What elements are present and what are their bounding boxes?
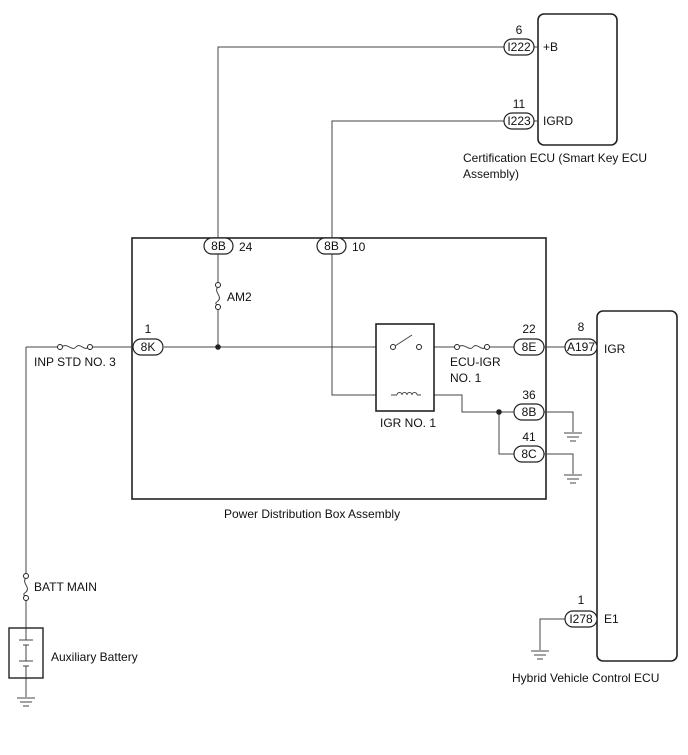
pin-number: 11 <box>513 97 526 111</box>
wire-ground-8b <box>544 411 574 432</box>
component-label-aux-battery: Auxiliary Battery <box>51 650 138 664</box>
svg-text:8B: 8B <box>522 405 537 419</box>
wire-igrd <box>331 120 504 240</box>
pin-number: 41 <box>522 430 536 444</box>
pin-number: 24 <box>239 240 253 254</box>
terminal-label-igr: IGR <box>604 342 626 356</box>
svg-text:I278: I278 <box>569 612 593 626</box>
component-label-cert-ecu-line2: Assembly) <box>463 167 519 181</box>
wire-e1-ground <box>539 618 565 650</box>
svg-text:A197: A197 <box>567 340 595 354</box>
connector-8b-36: 8B <box>513 403 545 421</box>
connector-i222: I222 <box>503 38 535 56</box>
component-label-cert-ecu: Certification ECU (Smart Key ECU <box>463 151 647 165</box>
igr-relay-icon <box>375 323 435 412</box>
svg-text:8K: 8K <box>141 340 156 354</box>
connector-8c: 8C <box>513 445 545 463</box>
inp-std-fuse-icon <box>57 344 93 350</box>
terminal-label-plus-b: +B <box>543 40 558 54</box>
fuse-label-ecu-igr-line2: NO. 1 <box>450 371 482 385</box>
fuse-label-batt-main: BATT MAIN <box>34 580 97 594</box>
svg-text:8C: 8C <box>521 447 537 461</box>
pin-number: 6 <box>516 23 523 37</box>
ground-icon <box>564 474 582 484</box>
svg-text:I222: I222 <box>507 40 531 54</box>
fuse-label-ecu-igr: ECU-IGR <box>450 355 501 369</box>
terminal-label-igrd: IGRD <box>543 114 573 128</box>
batt-main-fuse-icon <box>23 573 29 601</box>
hybrid-vehicle-control-ecu-box <box>596 310 678 662</box>
terminal-label-e1: E1 <box>604 612 619 626</box>
connector-8b-10: 8B <box>316 237 347 255</box>
connector-i278: I278 <box>564 610 598 628</box>
svg-text:8B: 8B <box>211 239 226 253</box>
svg-text:I223: I223 <box>507 114 531 128</box>
relay-label: IGR NO. 1 <box>380 416 436 430</box>
ecu-igr-fuse-icon <box>454 344 490 350</box>
am2-fuse-icon <box>215 282 221 310</box>
connector-a197: A197 <box>564 338 598 356</box>
battery-icon <box>8 627 44 679</box>
certification-ecu-box <box>537 13 618 146</box>
pin-number: 36 <box>522 388 536 402</box>
wire-ground-branch <box>498 412 514 455</box>
wire-ground-8c <box>544 453 574 474</box>
svg-text:8E: 8E <box>522 340 537 354</box>
connector-8e: 8E <box>513 338 545 356</box>
fuse-label-am2: AM2 <box>227 290 252 304</box>
pin-number: 1 <box>578 593 585 607</box>
pin-number: 10 <box>352 240 366 254</box>
connector-8k: 8K <box>132 338 164 356</box>
ground-icon <box>564 432 582 442</box>
wire-plus-b <box>217 46 504 240</box>
junction-node <box>215 344 221 350</box>
junction-node <box>496 409 502 415</box>
connector-i223: I223 <box>503 112 535 130</box>
wire-coil-in <box>331 252 391 396</box>
wire-coil-out <box>421 394 514 413</box>
component-label-pdb: Power Distribution Box Assembly <box>224 507 400 521</box>
component-label-hv-ecu: Hybrid Vehicle Control ECU <box>512 671 659 685</box>
pin-number: 22 <box>522 322 536 336</box>
ground-icon <box>17 697 35 707</box>
fuse-label-inp-std: INP STD NO. 3 <box>34 355 116 369</box>
pin-number: 1 <box>145 322 152 336</box>
svg-text:8B: 8B <box>324 239 339 253</box>
pin-number: 8 <box>578 320 585 334</box>
ground-icon <box>531 650 549 660</box>
connector-8b-24: 8B <box>203 237 234 255</box>
